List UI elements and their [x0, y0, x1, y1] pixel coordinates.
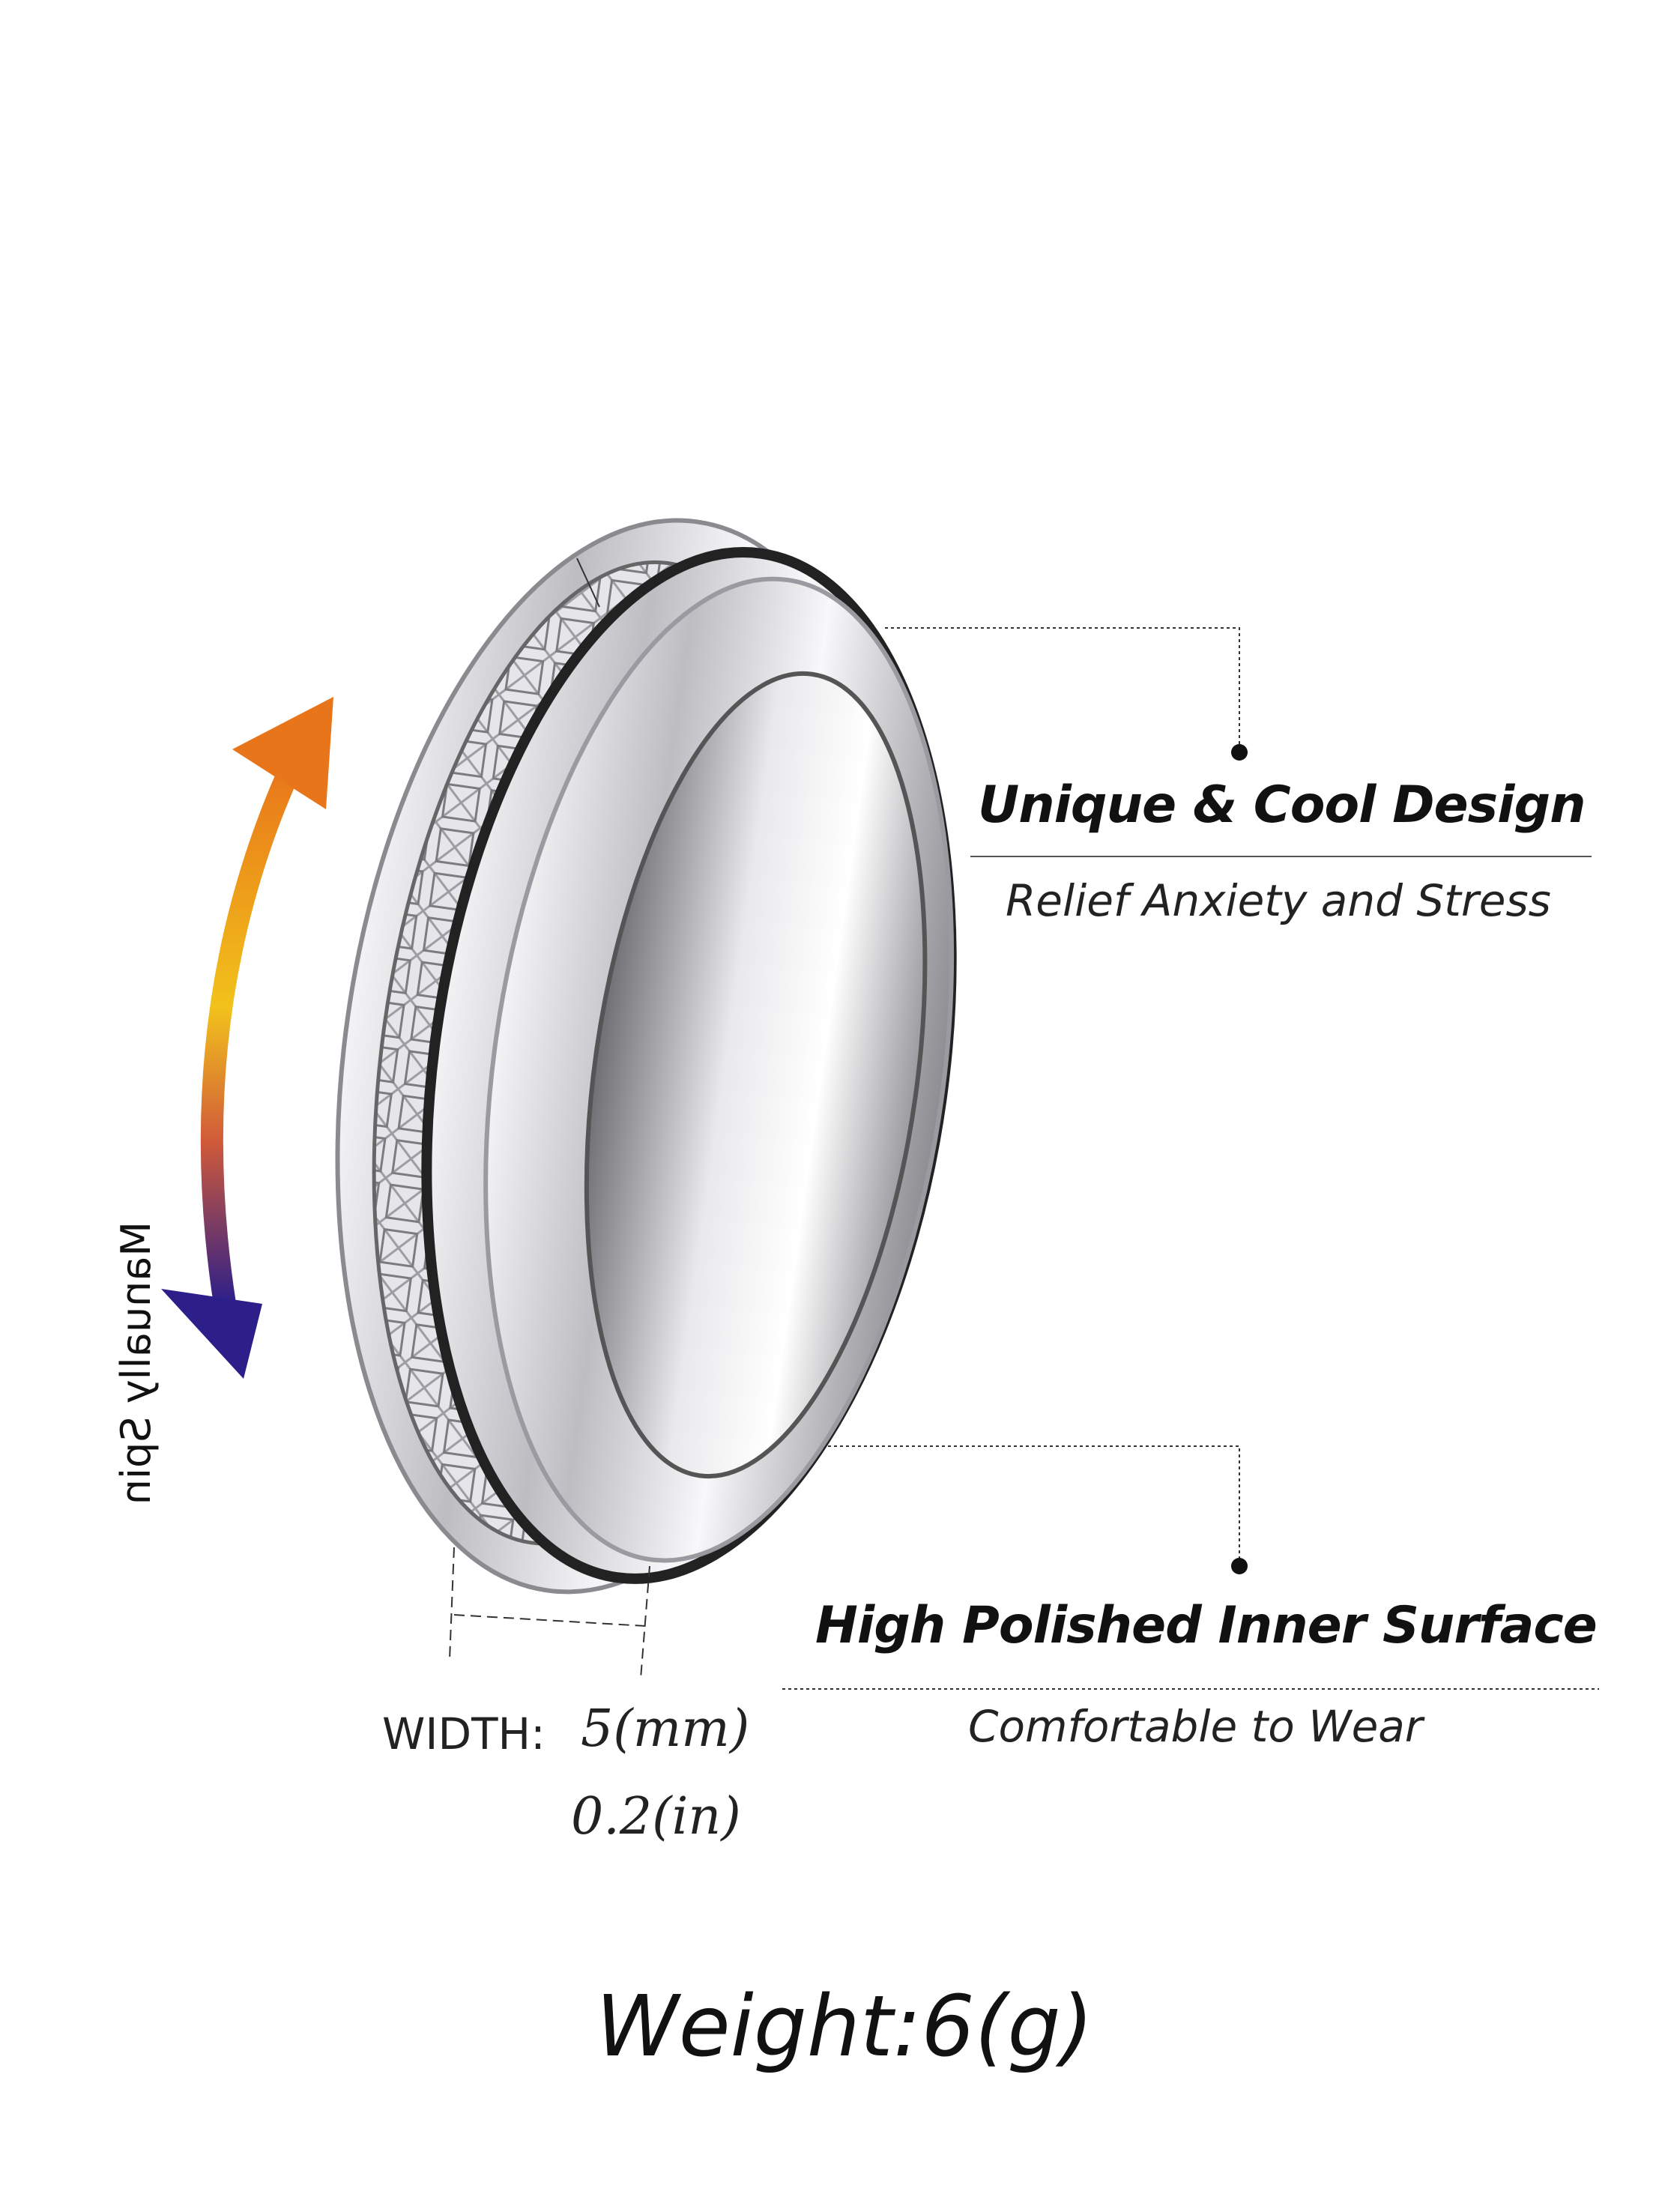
width-mm: 5(mm)	[581, 1699, 750, 1759]
feature-title-surface: High Polished Inner Surface	[815, 1596, 1598, 1655]
ring	[335, 518, 957, 1595]
feature-subtitle-surface: Comfortable to Wear	[968, 1701, 1423, 1752]
weight-label: Weight:6(g)	[596, 1978, 1094, 2076]
spin-arrow-icon	[161, 697, 333, 1379]
width-inch: 0.2(in)	[571, 1787, 741, 1846]
spin-label: Manually Spin	[112, 1221, 160, 1505]
feature-title-design: Unique & Cool Design	[978, 776, 1586, 835]
width-label: WIDTH:	[382, 1708, 546, 1759]
feature-subtitle-design: Relief Anxiety and Stress	[1006, 875, 1551, 926]
